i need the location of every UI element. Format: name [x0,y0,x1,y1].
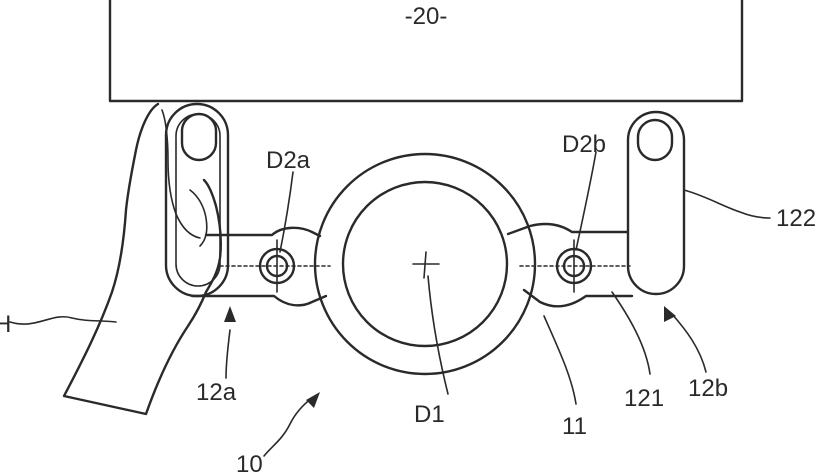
leader-12a [225,329,231,379]
leader-d2a [279,171,294,253]
unit-20-box [108,0,744,103]
arrow-12a [224,306,236,322]
leader-121 [611,291,651,375]
label-d2a: D2a [266,147,311,174]
leader-122 [683,189,771,219]
handle-right [626,110,686,296]
handle-right-slot [636,118,674,162]
arrow-10 [306,392,320,408]
pivot-d2a [258,239,296,293]
unit-20: -20- [108,0,744,103]
pivot-d2b [555,239,593,293]
handle-left [164,102,230,298]
leader-12b [671,313,707,373]
label-11: 11 [562,413,587,440]
label-20: -20- [405,3,448,30]
arm-12b [506,222,634,308]
leader-d2b [575,151,597,251]
label-12b: 12b [688,375,728,402]
label-12a: 12a [196,379,237,406]
hand-thumb-line [189,189,208,247]
arrow-12b [664,306,676,322]
leader-lines [9,151,771,457]
wheel-outer [313,152,537,376]
handle-right-outer [626,110,686,296]
label-d2b: D2b [562,131,606,158]
label-121: 121 [624,385,664,412]
labels: H D2a D2b 122 12a 12b 121 11 D1 10 [0,131,816,473]
leader-11 [543,315,577,405]
wheel-11 [313,152,537,376]
leader-10 [263,397,313,457]
handle-left-slot [180,112,218,162]
leader-d1 [427,275,449,395]
label-10: 10 [236,451,263,473]
hand-finger-line [161,109,201,239]
hand-h [62,102,222,416]
label-122: 122 [776,205,816,232]
arm-12a-body [190,226,328,307]
arm-12a [190,226,331,307]
leader-h [9,316,117,325]
label-h: H [0,311,11,338]
label-d1: D1 [414,401,445,428]
arrowheads [224,306,676,408]
wheel-center-v [423,251,427,279]
handle-left-outer [164,102,230,298]
arm-12b-body [506,222,634,308]
hand-outline [62,102,222,416]
wheel-inner [341,180,509,348]
